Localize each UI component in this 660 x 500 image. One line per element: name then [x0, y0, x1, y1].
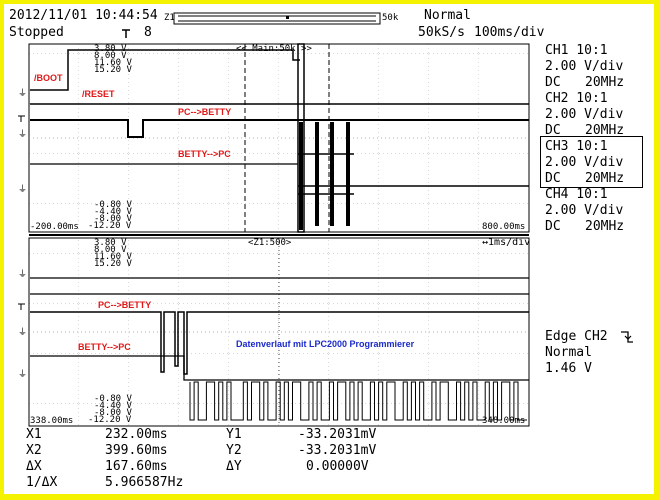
ch3-selected-box[interactable] [540, 136, 643, 188]
zoom-time-end: 348.00ms [482, 416, 526, 426]
ch4-bandwidth: 20MHz [585, 219, 625, 234]
signal-label-boot: /BOOT [34, 73, 63, 83]
cursor-y2-label: Y2 [226, 443, 242, 458]
burst-activity [299, 122, 350, 230]
zoom-level-2: 8.00 V [94, 245, 127, 255]
main-level-1: 3.80 V [94, 44, 127, 54]
trigger-count: 8 [144, 25, 152, 40]
ch3-scale: 2.00 V/div [545, 155, 624, 170]
main-level-3: 11.60 V [94, 58, 132, 68]
trigger-position-marker [122, 29, 130, 38]
trigger-level: 1.46 V [545, 361, 592, 376]
zoom-lower-level-2: -4.40 V [94, 401, 132, 411]
main-lower-level-4: -12.20 V [88, 221, 132, 231]
ch3-name: CH3 10:1 [545, 139, 608, 154]
zoom-window-label: <Z1:500> [248, 238, 292, 248]
ch2-scale: 2.00 V/div [545, 107, 624, 122]
ch4-scale: 2.00 V/div [545, 203, 624, 218]
ch1-bandwidth: 20MHz [585, 75, 625, 90]
zoom-region-box [297, 43, 305, 233]
svg-text:⏚: ⏚ [18, 184, 27, 195]
zoom-lower-level-1: -0.80 V [94, 394, 132, 404]
zoom-level-1: 3.80 V [94, 238, 127, 248]
svg-text:⏚: ⏚ [18, 88, 27, 99]
svg-text:⏚: ⏚ [18, 369, 27, 380]
ch4-coupling: DC [545, 219, 561, 234]
main-window-label: << Main:50k >> [236, 44, 312, 54]
cursor-dy-label: ΔY [226, 459, 242, 474]
cursor-dx-value: 167.60ms [105, 459, 168, 474]
cursor-x2-value: 399.60ms [105, 443, 168, 458]
zoom-level-4: 15.20 V [94, 259, 132, 269]
signal-label-betty-pc: BETTY-->PC [178, 149, 231, 159]
main-time-start: -200.00ms [30, 222, 79, 232]
zoom-annotation: Datenverlauf mit LPC2000 Programmierer [236, 339, 415, 349]
cursor-dy-value: 0.00000V [306, 459, 369, 474]
main-level-2: 8.00 V [94, 51, 127, 61]
acquisition-mode: Normal [424, 8, 471, 23]
cursor-y1-label: Y1 [226, 427, 242, 442]
trace-pc-betty-main [30, 119, 529, 138]
svg-text:⏚: ⏚ [18, 269, 27, 280]
falling-edge-icon [621, 331, 633, 343]
ch2-coupling: DC [545, 123, 561, 138]
ch2-name: CH2 10:1 [545, 91, 608, 106]
trigger-type: Edge CH2 [545, 329, 608, 344]
zoom-lower-level-4: -12.20 V [88, 415, 132, 425]
cursor-inv-dx-label: 1/ΔX [26, 475, 58, 490]
trace-data-burst [189, 381, 527, 421]
ch3-bandwidth: 20MHz [585, 171, 625, 186]
signal-label-pc-betty: PC-->BETTY [178, 107, 232, 117]
zoom-signal-label-pc-betty: PC-->BETTY [98, 300, 152, 310]
sample-rate: 50kS/s [418, 25, 465, 40]
zoom-timebase: ↔1ms/div [482, 237, 531, 248]
cursor-y2-value: -33.2031mV [298, 443, 377, 458]
zoom-marker-50k: 50k [382, 13, 399, 23]
trace-boot [30, 49, 300, 91]
trace-betty-pc-zoom [30, 355, 529, 381]
ch1-coupling: DC [545, 75, 561, 90]
timebase: 100ms/div [474, 25, 545, 40]
trigger-mode: Normal [545, 345, 592, 360]
datetime: 2012/11/01 10:44:54 [9, 8, 158, 23]
ch1-name: CH1 10:1 [545, 43, 608, 58]
cursor-x1-label: X1 [26, 427, 42, 442]
zoom-marker-z1: Z1 [164, 13, 175, 23]
zoom-lower-level-3: -8.00 V [94, 408, 132, 418]
record-position-bar [173, 12, 381, 25]
cursor-x2-label: X2 [26, 443, 42, 458]
svg-text:⏚: ⏚ [18, 129, 27, 140]
main-lower-level-2: -4.40 V [94, 207, 132, 217]
cursor-inv-dx-value: 5.966587Hz [105, 475, 184, 490]
zoom-signal-label-betty-pc: BETTY-->PC [78, 342, 131, 352]
oscilloscope-screen: 2012/11/01 10:44:54 Z1 50k Normal Stoppe… [4, 4, 654, 494]
zoom-level-3: 11.60 V [94, 252, 132, 262]
signal-label-reset: /RESET [82, 89, 115, 99]
ch4-name: CH4 10:1 [545, 187, 608, 202]
run-status: Stopped [9, 25, 64, 40]
ch1-scale: 2.00 V/div [545, 59, 624, 74]
svg-text:⏚: ⏚ [18, 327, 27, 338]
main-lower-level-1: -0.80 V [94, 200, 132, 210]
ch2-bandwidth: 20MHz [585, 123, 625, 138]
zoom-time-start: 338.00ms [30, 416, 74, 426]
main-time-end: 800.00ms [482, 222, 526, 232]
cursor-x1-value: 232.00ms [105, 427, 168, 442]
trace-pc-betty-zoom [30, 311, 529, 375]
waveform-display: ⏚ ⏚ ⏚ ⏚ ⏚ ⏚ BETTY main --> PC main --> [18, 12, 530, 427]
main-lower-level-3: -8.00 V [94, 214, 132, 224]
cursor-dx-label: ΔX [26, 459, 42, 474]
cursor-y1-value: -33.2031mV [298, 427, 377, 442]
main-level-4: 15.20 V [94, 65, 132, 75]
ch3-coupling: DC [545, 171, 561, 186]
